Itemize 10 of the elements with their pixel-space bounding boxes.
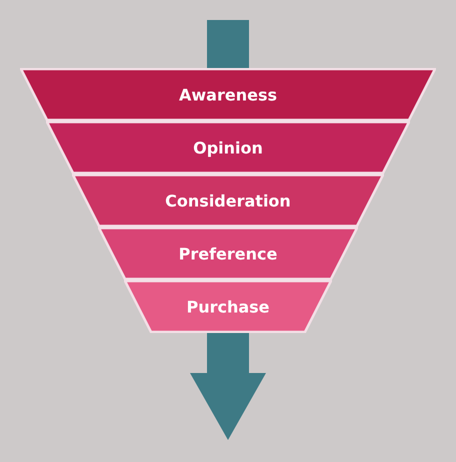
stage-label: Consideration: [164, 191, 292, 210]
funnel-band: [72, 174, 384, 227]
funnel-band: [20, 68, 436, 121]
funnel-band: [46, 121, 410, 174]
stage-label: Purchase: [185, 297, 271, 316]
funnel-band: [124, 280, 332, 333]
stage-label: Preference: [178, 244, 278, 263]
funnel-band: [98, 227, 358, 280]
stage-label: Opinion: [192, 138, 264, 157]
stage-label: Awareness: [178, 85, 278, 104]
